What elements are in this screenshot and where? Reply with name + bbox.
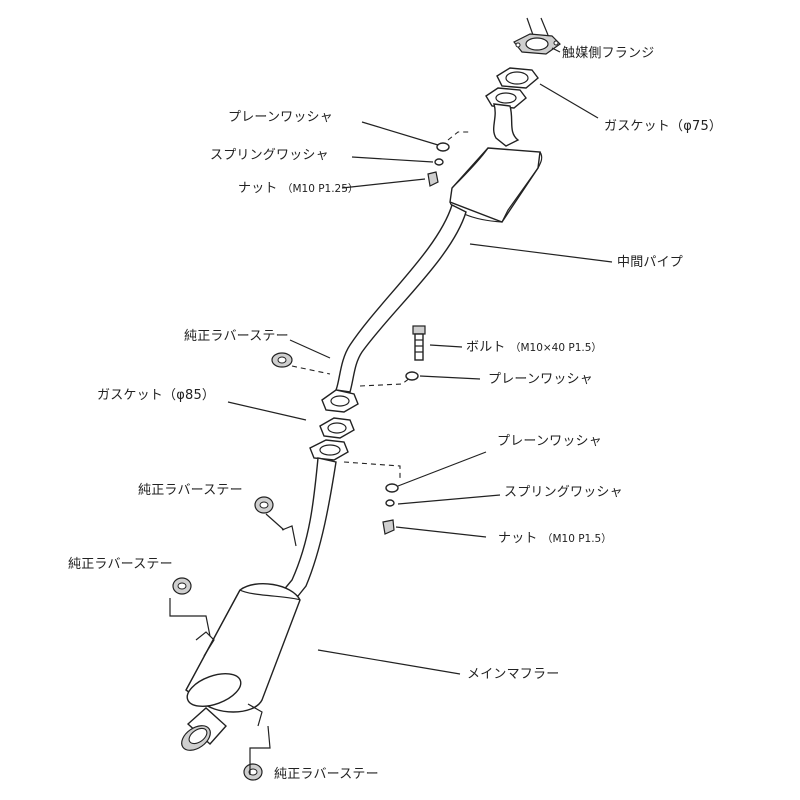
front-pipe-inlet — [485, 87, 527, 147]
gasket-85-part — [319, 417, 355, 439]
rubber-stay-3-part — [172, 577, 192, 595]
top-fasteners — [427, 131, 470, 187]
label-center-pipe: 中間パイプ — [617, 255, 684, 270]
label-nut-low: ナット （M10 P1.5） — [498, 532, 612, 545]
tail-pipe-part — [181, 707, 227, 751]
label-gasket-85: ガスケット（φ85） — [97, 388, 216, 403]
nut-top-name: ナット — [238, 181, 278, 196]
label-rubber-stay-4: 純正ラバーステー — [274, 767, 379, 782]
label-main-muffler: メインマフラー — [467, 667, 560, 682]
bolt-part — [359, 325, 426, 387]
main-muffler-part — [185, 583, 301, 713]
bolt-name: ボルト — [466, 340, 506, 355]
nut-low-spec: （M10 P1.5） — [541, 533, 612, 545]
nut-top-spec: （M10 P1.25） — [281, 183, 359, 195]
label-plain-washer-mid: プレーンワッシャ — [488, 372, 593, 387]
leader-lines — [169, 47, 613, 775]
label-catalyst-flange: 触媒側フランジ — [562, 46, 655, 61]
label-plain-washer-low: プレーンワッシャ — [497, 434, 602, 449]
mid-flange-lower — [309, 439, 349, 461]
rubber-stay-1-part — [271, 352, 331, 375]
center-resonator — [449, 147, 543, 223]
catalyst-flange-part — [513, 33, 561, 55]
center-pipe-part — [335, 204, 467, 393]
nut-low-name: ナット — [498, 531, 538, 546]
rubber-stay-2-part — [254, 496, 285, 531]
label-nut-top: ナット （M10 P1.25） — [238, 182, 358, 195]
rubber-stay-4-part — [243, 763, 263, 781]
label-rubber-stay-3: 純正ラバーステー — [68, 557, 173, 572]
label-spring-washer-low: スプリングワッシャ — [504, 485, 623, 500]
label-bolt: ボルト （M10×40 P1.5） — [466, 341, 602, 354]
label-rubber-stay-1: 純正ラバーステー — [184, 329, 289, 344]
lower-fasteners — [343, 461, 401, 535]
label-gasket-75: ガスケット（φ75） — [604, 119, 723, 134]
gasket-75-part — [496, 67, 539, 89]
bolt-spec: （M10×40 P1.5） — [509, 342, 602, 354]
catalyst-pipe-stub — [526, 17, 549, 36]
mid-flange-upper — [321, 389, 359, 413]
label-plain-washer-top: プレーンワッシャ — [228, 110, 333, 125]
label-spring-washer-top: スプリングワッシャ — [210, 148, 329, 163]
label-rubber-stay-2: 純正ラバーステー — [138, 483, 243, 498]
